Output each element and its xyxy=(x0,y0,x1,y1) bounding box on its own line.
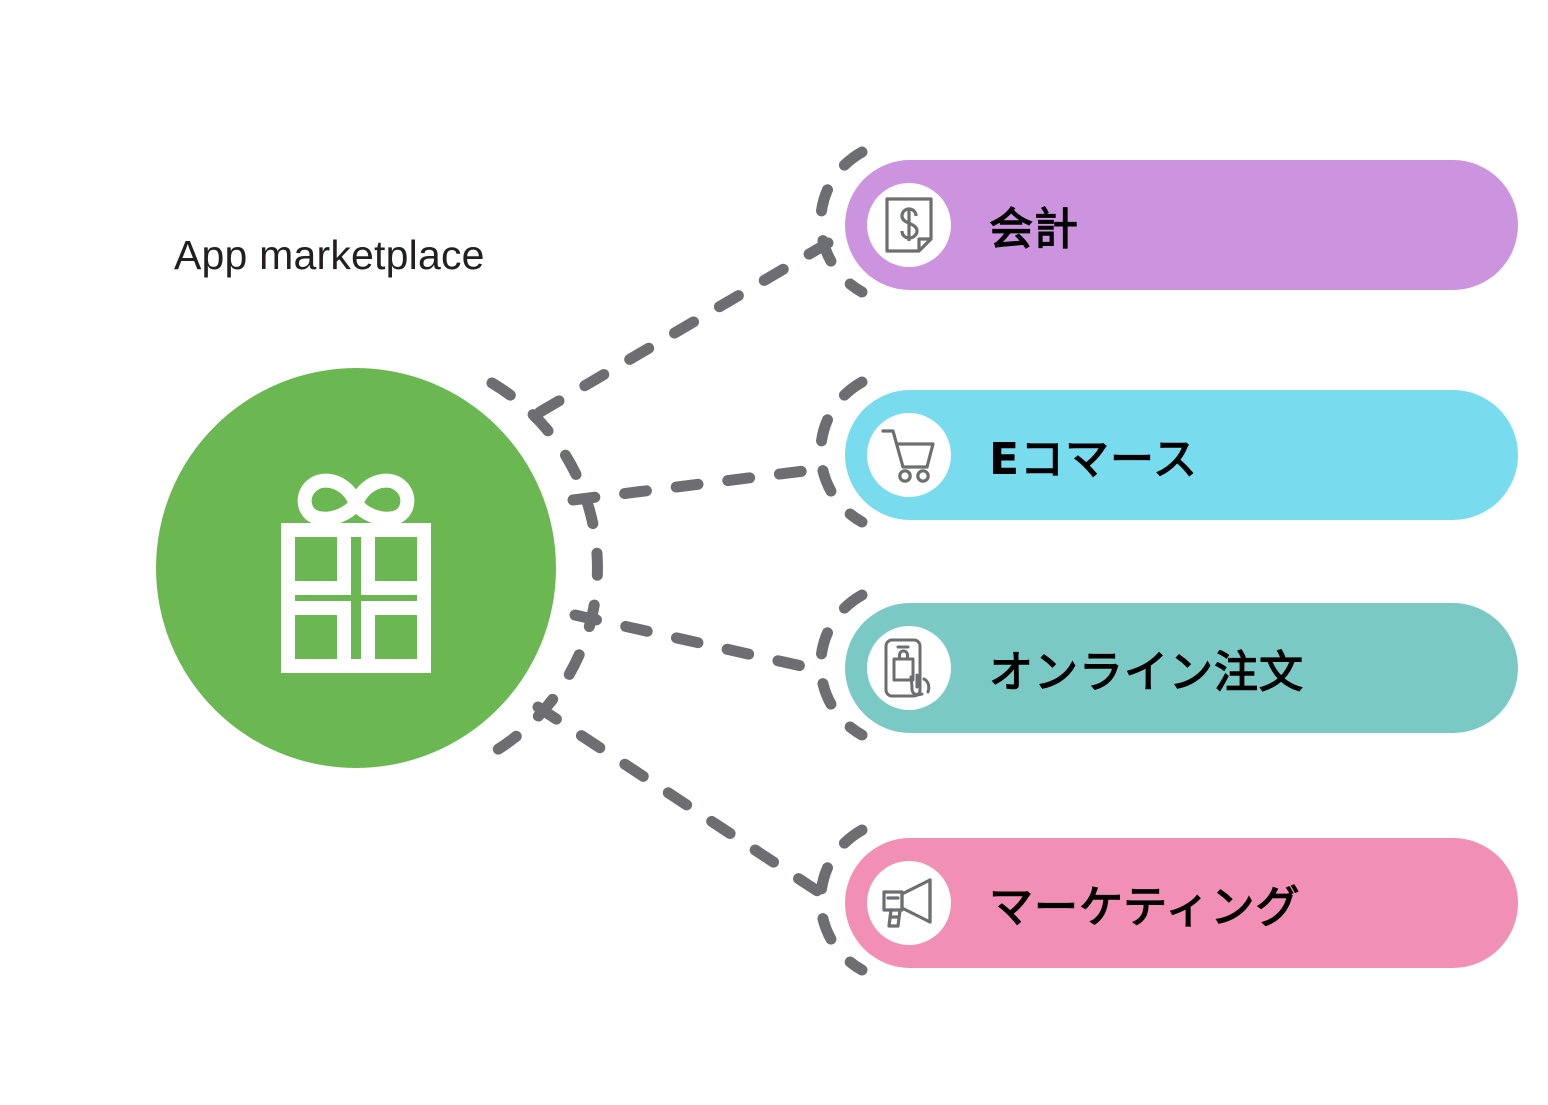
spoke-accounting xyxy=(534,237,834,418)
gift-box-icon xyxy=(256,448,456,688)
spoke-ecommerce xyxy=(567,462,834,506)
branch-label-marketing: マーケティング xyxy=(989,882,1301,933)
megaphone-icon xyxy=(867,861,951,945)
diagram-title: App marketplace xyxy=(174,232,485,278)
branch-item-marketing[interactable]: マーケティング xyxy=(845,838,1518,968)
spoke-marketing xyxy=(532,701,834,904)
invoice-dollar-icon xyxy=(867,183,951,267)
shopping-cart-icon xyxy=(867,413,951,497)
spoke-online-ordering xyxy=(569,609,834,678)
branch-item-online-ordering[interactable]: オンライン注文 xyxy=(845,603,1518,733)
mobile-shopping-hand-icon xyxy=(867,626,951,710)
branch-item-accounting[interactable]: 会計 xyxy=(845,160,1518,290)
hub-node-app-marketplace[interactable] xyxy=(156,368,556,768)
branch-label-online-ordering: オンライン注文 xyxy=(989,647,1304,698)
branch-item-ecommerce[interactable]: Eコマース xyxy=(845,390,1518,520)
branch-label-ecommerce: Eコマース xyxy=(989,434,1198,485)
branch-label-accounting: 会計 xyxy=(989,204,1079,255)
